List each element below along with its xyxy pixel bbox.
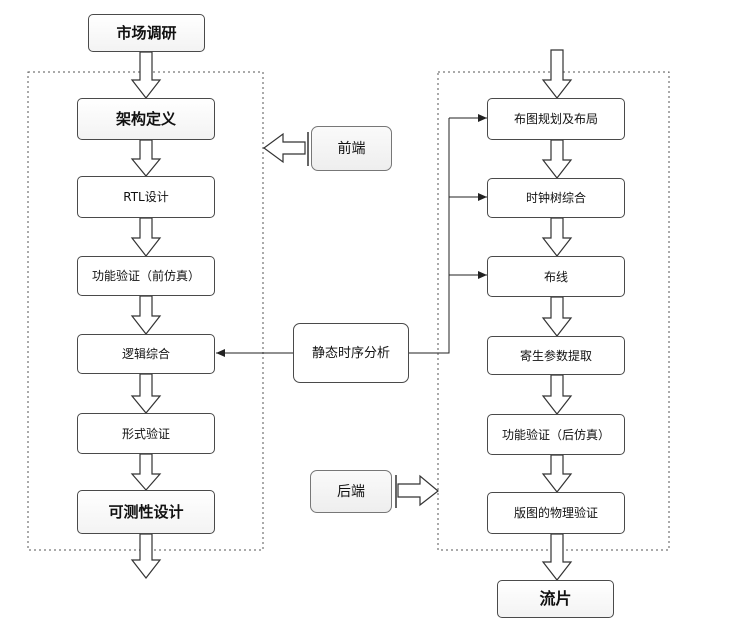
arrow-frontend-2 (130, 217, 162, 257)
backend-step-routing: 布线 (487, 256, 625, 297)
frontend-step-presim: 功能验证（前仿真） (77, 256, 215, 296)
sta-bus (409, 118, 450, 354)
arrow-top-to-frontend (130, 51, 162, 99)
arrow-backend-5 (541, 454, 573, 493)
frontend-step-formal-verification: 形式验证 (77, 413, 215, 454)
arrow-backend-3 (541, 296, 573, 337)
arrow-frontend-4 (130, 373, 162, 414)
arrow-into-backend (541, 49, 573, 99)
arrow-frontend-1 (130, 139, 162, 177)
backend-step-floorplan: 布图规划及布局 (487, 98, 625, 140)
tapeout-box: 流片 (497, 580, 614, 618)
frontend-step-rtl: RTL设计 (77, 176, 215, 218)
arrow-backend-1 (541, 139, 573, 179)
arrow-backend-2 (541, 217, 573, 257)
backend-step-parasitic-extraction: 寄生参数提取 (487, 336, 625, 375)
backend-step-postsim: 功能验证（后仿真） (487, 414, 625, 455)
backend-step-physical-verification: 版图的物理验证 (487, 492, 625, 534)
backend-label: 后端 (310, 470, 392, 513)
arrow-backend-out (541, 533, 573, 581)
arrow-frontend-5 (130, 453, 162, 491)
frontend-step-logic-synthesis: 逻辑综合 (77, 334, 215, 374)
arrow-frontend-out (130, 533, 162, 579)
static-timing-analysis-box: 静态时序分析 (293, 323, 409, 383)
arrow-backend-label (397, 474, 439, 507)
frontend-step-architecture: 架构定义 (77, 98, 215, 140)
arrow-frontend-3 (130, 295, 162, 335)
frontend-step-dft: 可测性设计 (77, 490, 215, 534)
market-research-box: 市场调研 (88, 14, 205, 52)
arrow-backend-4 (541, 374, 573, 415)
backend-step-cts: 时钟树综合 (487, 178, 625, 218)
arrow-frontend-label (262, 132, 306, 164)
frontend-label: 前端 (311, 126, 392, 171)
